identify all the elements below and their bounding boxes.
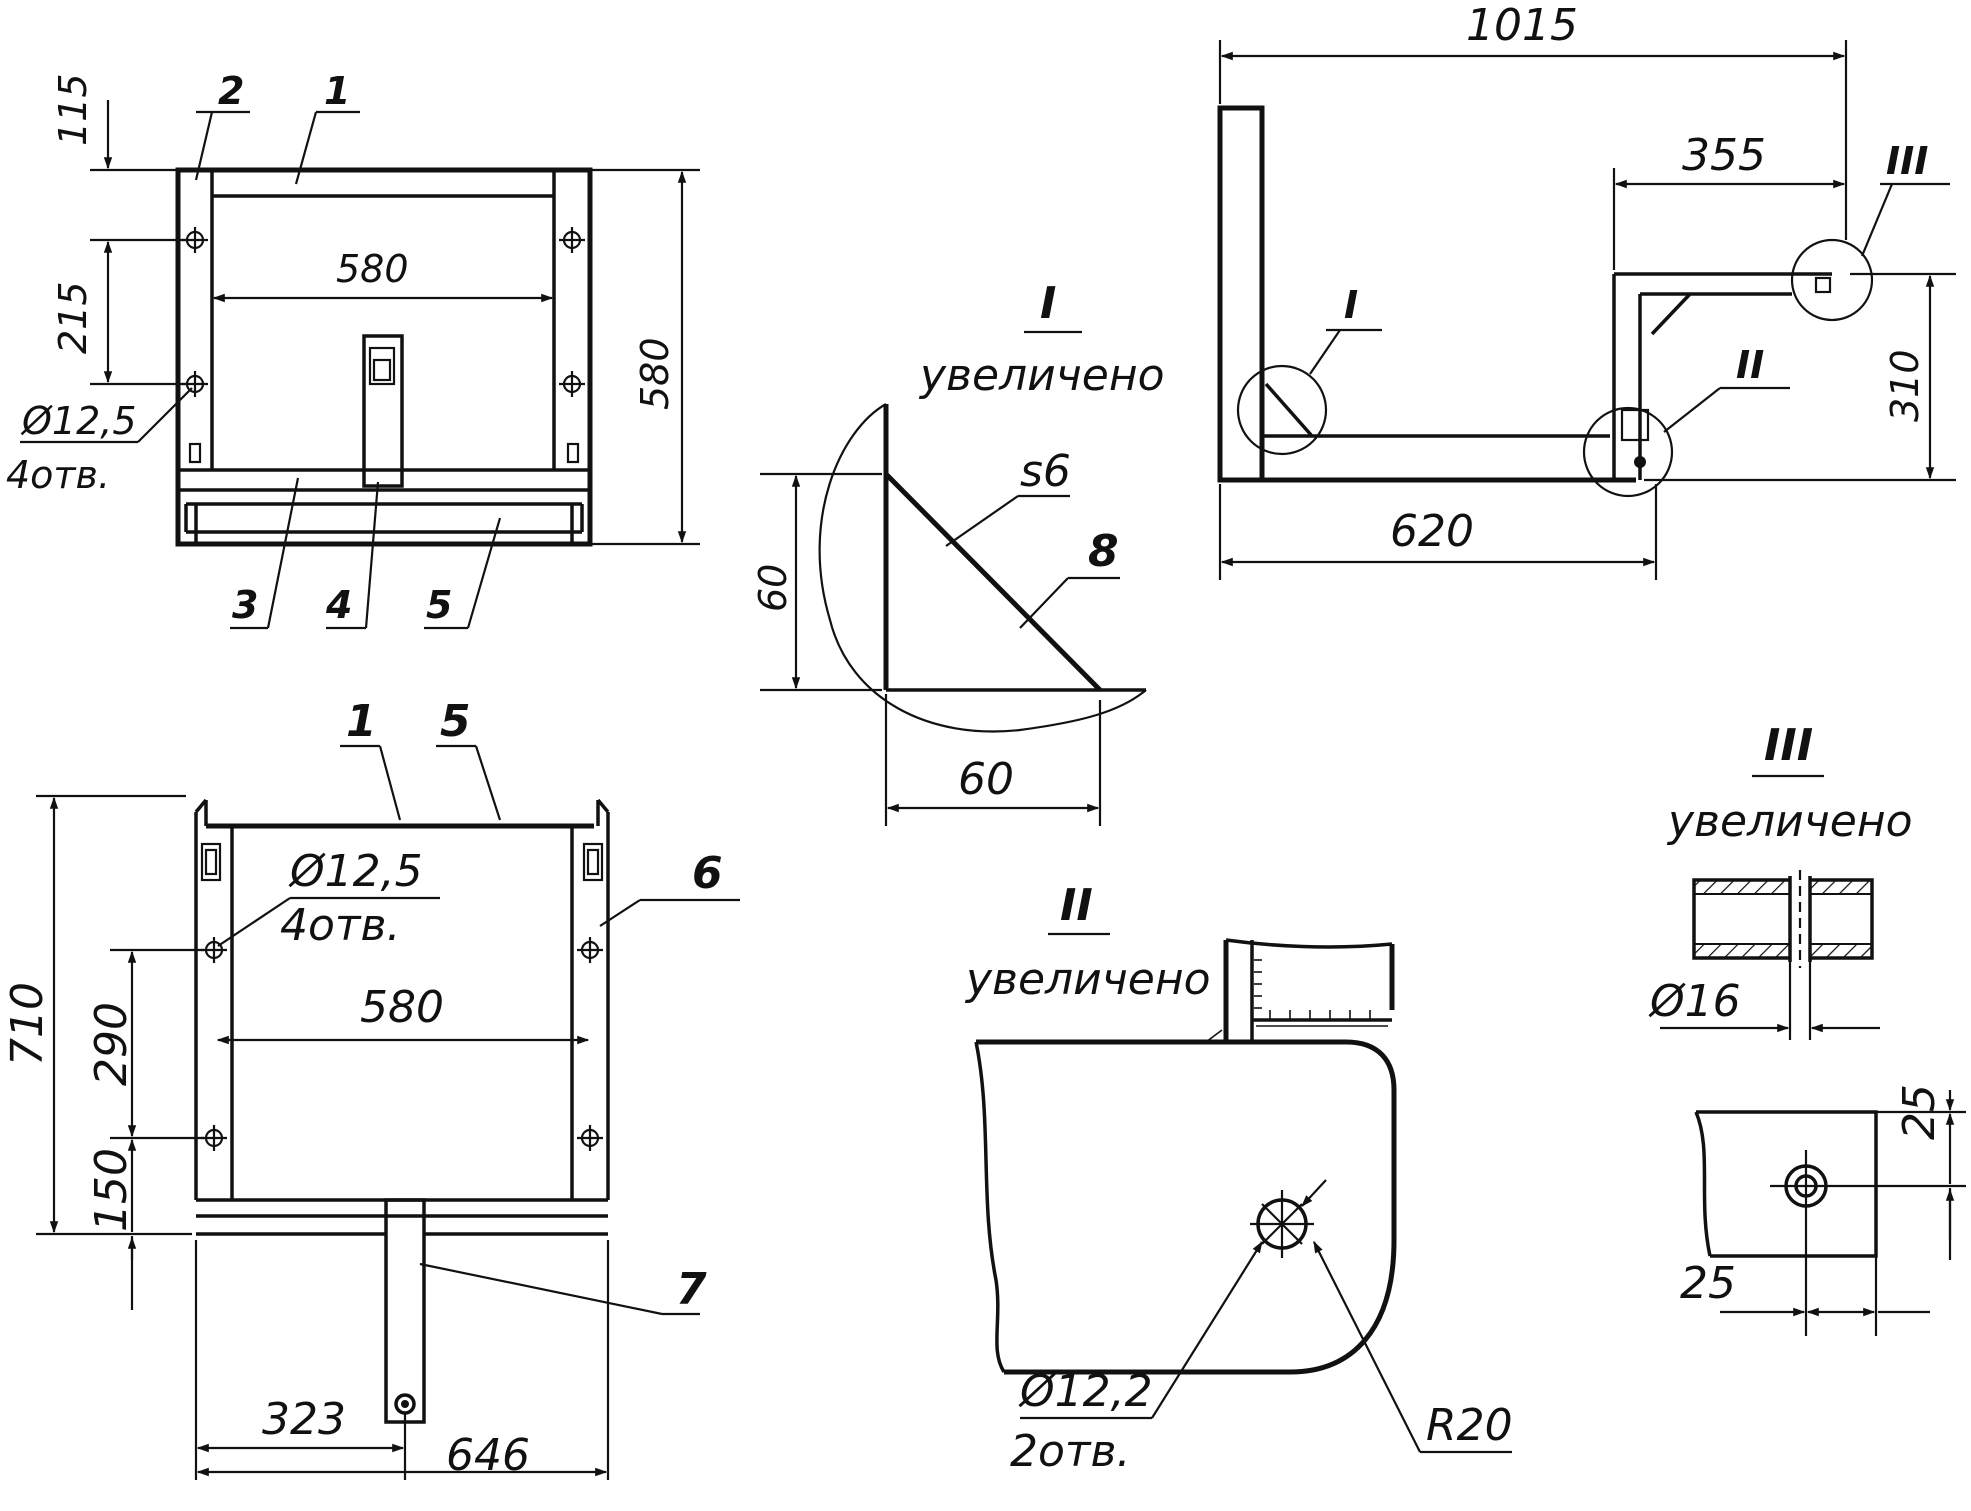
- callout-I: I: [1344, 283, 1358, 327]
- callout-II: II: [1736, 343, 1764, 387]
- dim-1015: 1015: [1466, 0, 1578, 51]
- dim-215: 215: [51, 281, 95, 354]
- top-hole-diameter: Ø12,5: [20, 399, 137, 443]
- dim-580-bottom: 580: [360, 982, 444, 1033]
- side-upright: [1217, 105, 1265, 483]
- detail-I-subtitle: увеличено: [918, 350, 1165, 401]
- weld-marks: [1205, 959, 1388, 1043]
- bottom-hole-1: [201, 937, 227, 963]
- dim-620: 620: [1390, 506, 1474, 557]
- dim-355: 355: [1682, 130, 1766, 181]
- bottom-hole-2: [577, 937, 603, 963]
- detail-III-title: III: [1764, 720, 1813, 771]
- detail-II-hole-count: 2отв.: [1010, 1426, 1130, 1477]
- bottom-pos-5: 5: [440, 696, 471, 747]
- side-view: I II III 1015 355 310 620: [1217, 0, 1956, 580]
- center-post: [362, 334, 404, 488]
- dim-310: 310: [1883, 349, 1927, 422]
- top-pos-5: 5: [426, 583, 452, 627]
- top-pos-3: 3: [232, 583, 258, 627]
- top-hole-3: [182, 371, 208, 397]
- detail-II: II увеличено: [964, 880, 1513, 1477]
- bottom-view: 1 5 6 7 Ø12,5 4отв. 580 710 290 150: [2, 696, 740, 1481]
- dim-580-top-horizontal: 580: [336, 247, 409, 291]
- detail-III: III увеличено Ø16 25 25: [1648, 720, 1966, 1336]
- top-frame-outline: [175, 167, 593, 547]
- bottom-hole-diameter: Ø12,5: [288, 846, 423, 897]
- bottom-hole-3: [201, 1125, 227, 1151]
- bottom-pos-7: 7: [676, 1264, 707, 1315]
- top-pos-1: 1: [324, 69, 350, 113]
- detail-III-subtitle: увеличено: [1666, 796, 1913, 847]
- callout-circle-I: [1236, 364, 1328, 456]
- tube-section: [1692, 878, 1874, 960]
- bottom-pos-6: 6: [692, 848, 723, 899]
- top-pos-2: 2: [218, 69, 244, 113]
- detail-II-subtitle: увеличено: [964, 954, 1211, 1005]
- detail-I-title: I: [1040, 278, 1056, 329]
- detail-II-title: II: [1060, 880, 1093, 931]
- top-hole-count: 4отв.: [6, 453, 110, 497]
- bottom-hole-count: 4отв.: [280, 900, 400, 951]
- callout-III: III: [1886, 139, 1928, 183]
- detail-I: I увеличено 60 60 s6 8: [751, 278, 1165, 826]
- bottom-pos-1: 1: [346, 696, 377, 747]
- dim-290: 290: [86, 1002, 137, 1086]
- detail-I-thickness: s6: [1020, 446, 1071, 497]
- dim-323: 323: [262, 1394, 346, 1445]
- detail-II-hole-diameter: Ø12,2: [1018, 1366, 1153, 1417]
- top-hole-1: [182, 227, 208, 253]
- callout-circle-III: [1790, 238, 1874, 322]
- detail-I-pos-8: 8: [1088, 526, 1119, 577]
- top-pos-4: 4: [325, 583, 352, 627]
- top-hole-4: [559, 371, 585, 397]
- callout-circle-II: [1582, 406, 1674, 498]
- detail-II-radius: R20: [1426, 1400, 1513, 1451]
- bottom-hole-4: [577, 1125, 603, 1151]
- dim-646: 646: [446, 1430, 530, 1481]
- dim-115: 115: [51, 73, 95, 146]
- top-view: 580 580 115 215 Ø12,5 4отв. 1 2 3 4: [6, 69, 700, 630]
- dim-150: 150: [86, 1148, 137, 1232]
- dim-580-top-vertical: 580: [633, 337, 677, 410]
- dim-710: 710: [2, 982, 53, 1066]
- top-hole-2: [559, 227, 585, 253]
- detail-III-dim-25-vertical: 25: [1894, 1084, 1945, 1140]
- detail-III-diameter: Ø16: [1648, 976, 1741, 1027]
- detail-III-dim-25-horizontal: 25: [1680, 1258, 1736, 1309]
- bottom-handle: [384, 1198, 426, 1424]
- detail-I-dim-60-horizontal: 60: [958, 754, 1014, 805]
- detail-I-dim-60-vertical: 60: [751, 564, 795, 612]
